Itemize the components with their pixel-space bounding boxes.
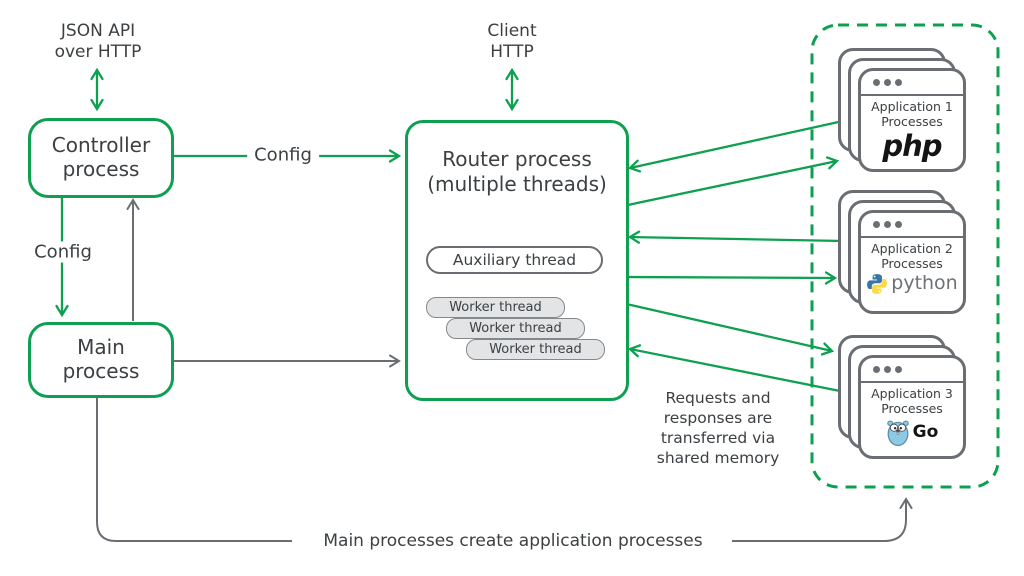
window-dot-icon bbox=[884, 366, 891, 373]
go-wordmark: Go bbox=[912, 421, 939, 442]
app-window-front: Application 1 Processes php bbox=[858, 68, 966, 172]
python-logo-icon bbox=[867, 273, 888, 294]
window-dot-icon bbox=[873, 221, 880, 228]
worker-thread-box: Worker thread bbox=[466, 339, 605, 360]
arrow-router-to-app3 bbox=[621, 301, 835, 356]
application-3-stack: Application 3 Processes Go bbox=[838, 335, 970, 463]
python-wordmark: python bbox=[891, 272, 958, 294]
app-window-front: Application 2 Processes python bbox=[858, 210, 966, 314]
window-dot-icon bbox=[884, 79, 891, 86]
application-1-stack: Application 1 Processes php bbox=[838, 48, 970, 176]
auxiliary-thread-box: Auxiliary thread bbox=[426, 246, 603, 274]
application-2-title: Application 2 Processes bbox=[871, 241, 953, 272]
config-label-left: Config bbox=[27, 241, 99, 263]
window-dot-icon bbox=[873, 79, 880, 86]
application-3-title: Application 3 Processes bbox=[871, 386, 953, 417]
arrow-app1-to-router bbox=[627, 119, 844, 173]
window-dot-icon bbox=[873, 366, 880, 373]
router-process-box: Router process (multiple threads) Auxili… bbox=[405, 120, 629, 401]
client-http-label: Client HTTP bbox=[487, 21, 537, 62]
main-process-box: Main process bbox=[28, 322, 174, 398]
window-titlebar bbox=[861, 213, 963, 238]
window-titlebar bbox=[861, 71, 963, 96]
arrow-router-to-app2 bbox=[622, 271, 838, 285]
arrow-router-to-app1 bbox=[622, 156, 840, 208]
applications-group-dashed-border bbox=[810, 23, 1000, 489]
router-process-title: Router process (multiple threads) bbox=[427, 147, 607, 196]
worker-thread-box: Worker thread bbox=[426, 297, 565, 318]
go-gopher-icon bbox=[886, 419, 909, 446]
window-dot-icon bbox=[895, 79, 902, 86]
window-dot-icon bbox=[895, 221, 902, 228]
bottom-line-left-segment bbox=[96, 393, 292, 542]
window-dot-icon bbox=[895, 366, 902, 373]
arrow-app2-to-router bbox=[627, 230, 845, 244]
app-window-front: Application 3 Processes Go bbox=[858, 355, 966, 459]
controller-process-box: Controller process bbox=[28, 118, 174, 198]
arrow-app3-to-router bbox=[627, 344, 846, 394]
window-titlebar bbox=[861, 358, 963, 383]
config-label-top: Config bbox=[247, 144, 319, 166]
bottom-line-arrow-to-apps bbox=[732, 497, 913, 542]
application-1-title: Application 1 Processes bbox=[871, 99, 953, 130]
php-logo: php bbox=[882, 128, 942, 163]
window-dot-icon bbox=[884, 221, 891, 228]
json-api-label: JSON API over HTTP bbox=[54, 21, 142, 62]
application-2-stack: Application 2 Processes python bbox=[838, 190, 970, 318]
worker-thread-box: Worker thread bbox=[446, 318, 585, 339]
shared-memory-note: Requests and responses are transferred v… bbox=[656, 389, 780, 468]
bottom-note: Main processes create application proces… bbox=[323, 531, 703, 551]
